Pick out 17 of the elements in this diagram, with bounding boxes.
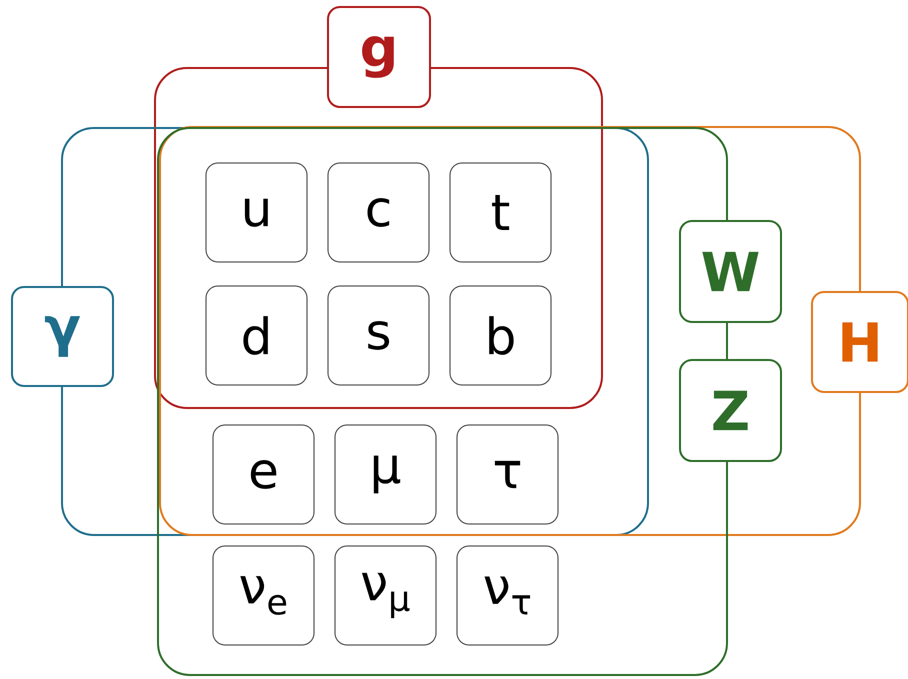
label-box: H [811, 291, 908, 393]
label-box: g [327, 6, 431, 108]
label-box: Z [679, 359, 782, 462]
label-box: γ [11, 286, 114, 387]
particle-box: μ [334, 424, 436, 524]
particle-box: τ [456, 424, 558, 524]
particle-box: d [206, 286, 308, 386]
particle-box: e [212, 424, 314, 524]
particle-box: u [206, 162, 308, 262]
particle-box: s [328, 286, 430, 386]
label-box: W [679, 220, 782, 323]
particle-box: t [450, 162, 552, 262]
particle-box: ν$_{e}$ [212, 546, 314, 646]
particle-box: b [450, 286, 552, 386]
particle-box: ν$_{τ}$ [456, 546, 558, 646]
particle-box: c [328, 162, 430, 262]
particle-box: ν$_{μ}$ [334, 546, 436, 646]
